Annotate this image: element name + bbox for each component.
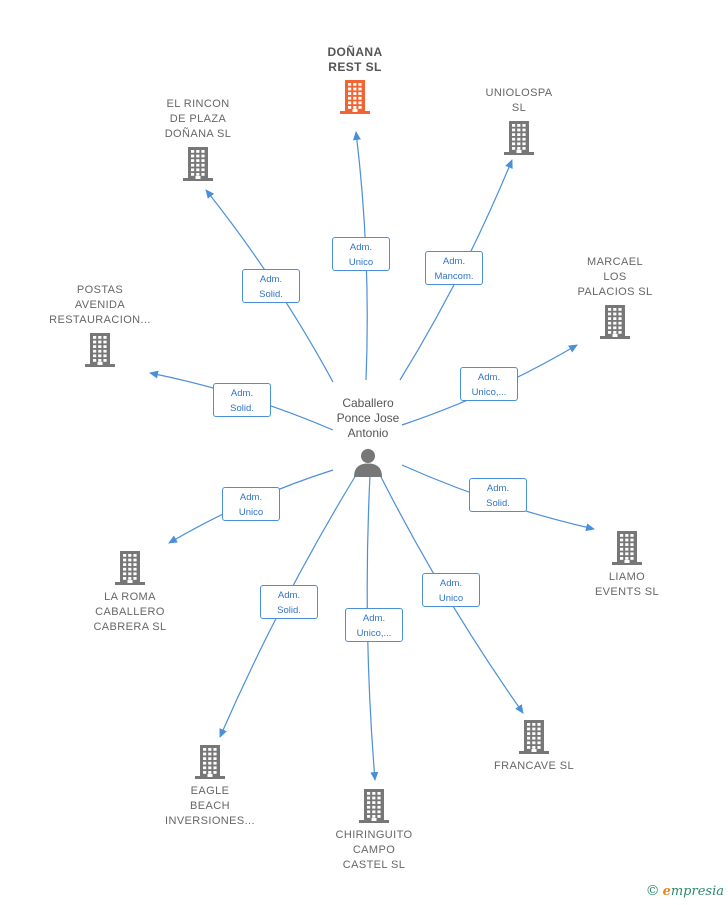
building-icon xyxy=(504,121,534,155)
building-icon xyxy=(340,80,370,114)
company-name: CHIRINGUITO CAMPO CASTEL SL xyxy=(335,829,413,871)
company-name: EL RINCON DE PLAZA DOÑANA SL xyxy=(164,98,232,140)
company-name: EAGLE BEACH INVERSIONES... xyxy=(165,785,255,827)
relation-label-francave[interactable]: Adm. Unico xyxy=(422,573,480,607)
copyright-symbol: © xyxy=(645,883,660,899)
relation-label-liamo[interactable]: Adm. Solid. xyxy=(469,478,527,512)
company-node-la-roma[interactable]: LA ROMA CABALLERO CABRERA SL xyxy=(65,550,195,635)
company-name: FRANCAVE SL xyxy=(494,760,574,772)
building-icon xyxy=(195,745,225,779)
brand-name: mpresia xyxy=(670,884,724,899)
company-name: UNIOLOSPA SL xyxy=(485,87,553,114)
company-name: POSTAS AVENIDA RESTAURACION... xyxy=(49,284,151,326)
relation-label-la-roma[interactable]: Adm. Unico xyxy=(222,487,280,521)
building-icon xyxy=(600,305,630,339)
building-icon xyxy=(115,551,145,585)
company-node-eagle[interactable]: EAGLE BEACH INVERSIONES... xyxy=(145,744,275,829)
relation-label-chiringuito[interactable]: Adm. Unico,... xyxy=(345,608,403,642)
relation-label-donana-rest[interactable]: Adm. Unico xyxy=(332,237,390,271)
watermark: ©empresia xyxy=(646,883,724,899)
building-icon xyxy=(85,333,115,367)
company-name: LA ROMA CABALLERO CABRERA SL xyxy=(93,591,167,633)
building-icon xyxy=(519,720,549,754)
building-icon xyxy=(183,147,213,181)
company-node-liamo[interactable]: LIAMO EVENTS SL xyxy=(562,530,692,600)
relation-label-marcael[interactable]: Adm. Unico,... xyxy=(460,367,518,401)
company-name: LIAMO EVENTS SL xyxy=(594,571,660,598)
relation-label-postas[interactable]: Adm. Solid. xyxy=(213,383,271,417)
company-node-el-rincon[interactable]: EL RINCON DE PLAZA DOÑANA SL xyxy=(133,97,263,182)
company-node-postas[interactable]: POSTAS AVENIDA RESTAURACION... xyxy=(35,283,165,368)
person-icon xyxy=(354,449,382,477)
relation-label-eagle[interactable]: Adm. Solid. xyxy=(260,585,318,619)
center-person[interactable]: Caballero Ponce Jose Antonio xyxy=(318,381,418,492)
relation-label-uniolospa[interactable]: Adm. Mancom. xyxy=(425,251,483,285)
building-icon xyxy=(612,531,642,565)
company-node-uniolospa[interactable]: UNIOLOSPA SL xyxy=(454,86,584,156)
brand-initial: e xyxy=(662,884,671,899)
company-name: MARCAEL LOS PALACIOS SL xyxy=(577,256,653,298)
person-name: Caballero Ponce Jose Antonio xyxy=(336,396,400,440)
company-node-francave[interactable]: FRANCAVE SL xyxy=(469,719,599,774)
building-icon xyxy=(359,789,389,823)
relation-label-el-rincon[interactable]: Adm. Solid. xyxy=(242,269,300,303)
company-node-chiringuito[interactable]: CHIRINGUITO CAMPO CASTEL SL xyxy=(309,788,439,873)
company-node-marcael[interactable]: MARCAEL LOS PALACIOS SL xyxy=(550,255,680,340)
company-name: DOÑANA REST SL xyxy=(327,45,383,74)
company-node-donana-rest[interactable]: DOÑANA REST SL xyxy=(290,45,420,115)
